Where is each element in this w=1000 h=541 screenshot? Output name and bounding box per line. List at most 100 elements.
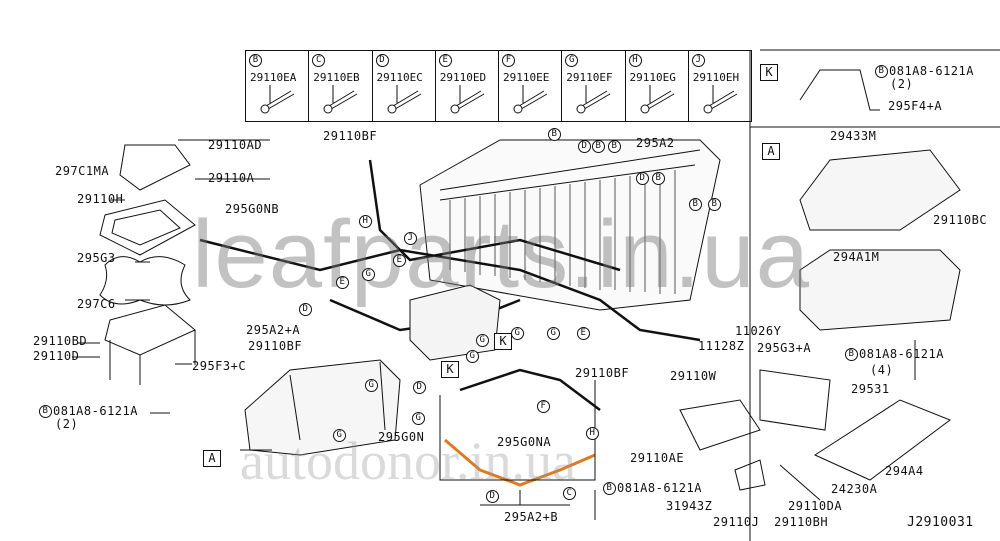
- part-code-marker: H: [628, 54, 642, 67]
- terminal-icon: [640, 85, 674, 114]
- part-label[interactable]: 295F3+C: [192, 359, 247, 373]
- part-label-text: 081A8-6121A: [617, 481, 702, 495]
- part-cell[interactable]: F 29110EE: [499, 51, 563, 121]
- part-label[interactable]: 295A2+A: [246, 323, 301, 337]
- terminal-icon: [260, 85, 295, 114]
- terminal-icon: [387, 85, 421, 114]
- connector-marker: G: [466, 350, 479, 363]
- part-label[interactable]: 29110DA: [788, 499, 843, 513]
- connector-marker: H: [586, 427, 599, 440]
- part-label[interactable]: 29531: [851, 382, 890, 396]
- part-label[interactable]: 297C6: [77, 297, 116, 311]
- part-label[interactable]: 295G0NA: [497, 435, 552, 449]
- connector-marker: E: [393, 254, 406, 267]
- section-box-k[interactable]: K: [494, 333, 512, 350]
- part-label[interactable]: 29110J: [713, 515, 760, 529]
- connector-marker: G: [365, 379, 378, 392]
- part-label[interactable]: 29110BF: [575, 366, 630, 380]
- part-label[interactable]: 295G0N: [378, 430, 425, 444]
- part-label[interactable]: 29110BH: [774, 515, 829, 529]
- part-code-marker: G: [565, 54, 579, 67]
- part-cell[interactable]: C 29110EB: [309, 51, 373, 121]
- section-box-a[interactable]: A: [762, 143, 780, 160]
- part-cell[interactable]: J 29110EH: [689, 51, 751, 121]
- part-cell[interactable]: G 29110EF: [562, 51, 626, 121]
- part-number: 29110EB: [313, 71, 360, 84]
- part-label-text: 081A8-6121A: [859, 347, 944, 361]
- part-label[interactable]: (2): [55, 417, 79, 431]
- part-label[interactable]: 24230A: [831, 482, 878, 496]
- part-label[interactable]: 29110H: [77, 192, 124, 206]
- section-box-k[interactable]: K: [441, 361, 459, 378]
- connector-marker: G: [412, 412, 425, 425]
- terminal-icon: [323, 85, 358, 114]
- part-label[interactable]: 29433M: [830, 129, 877, 143]
- part-label-text: 081A8-6121A: [53, 404, 138, 418]
- connector-marker: C: [563, 487, 576, 500]
- part-label[interactable]: (4): [870, 363, 894, 377]
- part-label[interactable]: 11026Y: [735, 324, 782, 338]
- part-label[interactable]: 31943Z: [666, 499, 713, 513]
- watermark-leafparts: leafparts.in.ua: [192, 201, 811, 308]
- part-cell[interactable]: H 29110EG: [626, 51, 689, 121]
- part-label[interactable]: 295G3+A: [757, 341, 812, 355]
- part-label[interactable]: 29110AD: [208, 138, 263, 152]
- part-label[interactable]: 297C1MA: [55, 164, 110, 178]
- part-code-marker: C: [312, 54, 326, 67]
- connector-marker: B: [548, 128, 561, 141]
- part-label[interactable]: 11128Z: [698, 339, 745, 353]
- part-number: 29110EC: [376, 71, 423, 84]
- part-cell[interactable]: E 29110ED: [436, 51, 499, 121]
- section-box-k[interactable]: K: [760, 64, 778, 81]
- part-label[interactable]: 294A4: [885, 464, 924, 478]
- connector-marker: E: [336, 276, 349, 289]
- connector-parts-table: B 29110EA C 29110EB D 29110EC E 29110ED …: [245, 50, 752, 122]
- part-label[interactable]: 294A1M: [833, 250, 880, 264]
- part-label[interactable]: 29110BF: [323, 129, 378, 143]
- part-label[interactable]: 295A2: [636, 136, 675, 150]
- connector-marker: B: [608, 140, 621, 153]
- part-number: 29110ED: [439, 71, 487, 84]
- bolt-marker-b: B: [875, 65, 888, 78]
- part-label[interactable]: 29110BC: [933, 213, 988, 227]
- connector-marker: H: [359, 215, 372, 228]
- connector-marker: B: [652, 172, 665, 185]
- connector-marker: B: [708, 198, 721, 211]
- part-cell[interactable]: B 29110EA: [246, 51, 310, 121]
- connector-marker: D: [299, 303, 312, 316]
- part-label[interactable]: 295A2+B: [504, 510, 559, 524]
- connector-marker: F: [537, 400, 550, 413]
- terminal-icon: [576, 85, 611, 114]
- part-label[interactable]: 29110BD: [33, 334, 88, 348]
- part-label-text: 081A8-6121A: [889, 64, 974, 78]
- part-label[interactable]: 29110AE: [630, 451, 685, 465]
- part-label[interactable]: 29110W: [670, 369, 717, 383]
- part-label[interactable]: (2): [890, 77, 914, 91]
- connector-marker: D: [486, 490, 499, 503]
- part-number: 29110EA: [250, 71, 297, 84]
- bolt-marker-b: B: [845, 348, 858, 361]
- part-cell[interactable]: D 29110EC: [373, 51, 436, 121]
- part-label[interactable]: 295G0NB: [225, 202, 280, 216]
- part-label[interactable]: 29110D: [33, 349, 80, 363]
- part-code-marker: J: [691, 54, 705, 67]
- connector-marker: B: [592, 140, 605, 153]
- section-box-a[interactable]: A: [203, 450, 221, 467]
- part-label[interactable]: 295G3: [77, 251, 116, 265]
- connector-marker: G: [333, 429, 346, 442]
- part-number: 29110EF: [566, 71, 613, 84]
- part-code-marker: E: [438, 54, 452, 67]
- part-number: 29110EH: [692, 71, 740, 84]
- part-label[interactable]: 29110A: [208, 171, 255, 185]
- connector-marker: J: [404, 232, 417, 245]
- connector-marker: B: [689, 198, 702, 211]
- connector-marker: G: [476, 334, 489, 347]
- connector-marker: D: [636, 172, 649, 185]
- part-label[interactable]: 295F4+A: [888, 99, 943, 113]
- part-label[interactable]: 29110BF: [248, 339, 303, 353]
- part-code-marker: D: [375, 54, 389, 67]
